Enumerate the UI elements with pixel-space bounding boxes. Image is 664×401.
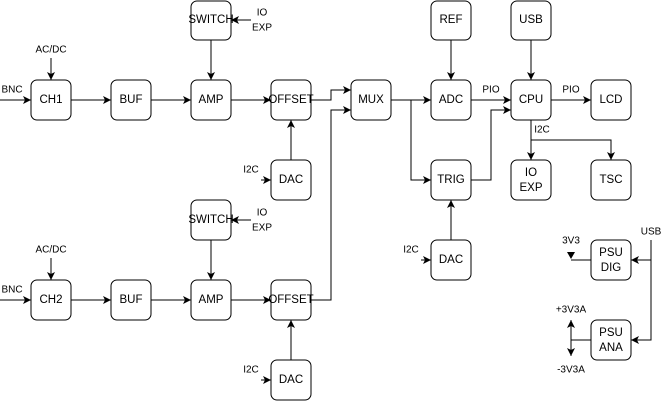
edge-offset1-mux bbox=[311, 86, 351, 101]
trig-label: TRIG bbox=[437, 174, 465, 186]
mux-label: MUX bbox=[358, 94, 384, 106]
offset-block-2: OFFSET bbox=[268, 279, 314, 321]
amp-block-1: AMP bbox=[190, 79, 232, 121]
acdc-label-2: AC/DC bbox=[35, 245, 66, 256]
ch2-label: CH2 bbox=[39, 294, 62, 306]
io-exp-label-line2: EXP bbox=[519, 182, 542, 194]
i2c-label-cpu: I2C bbox=[534, 125, 550, 136]
cpu-label: CPU bbox=[519, 94, 543, 106]
psu-dig-block: PSU DIG bbox=[590, 239, 632, 281]
mux-block: MUX bbox=[350, 79, 392, 121]
io-exp-label-2-line1: IO bbox=[257, 208, 268, 219]
psu-ana-label-line1: PSU bbox=[599, 327, 623, 339]
amp-label-1: AMP bbox=[199, 94, 224, 106]
switch-label-2: SWITCH bbox=[188, 214, 233, 226]
edge-usb-psu-ana bbox=[631, 240, 652, 344]
pio-label-adc-cpu: PIO bbox=[482, 85, 499, 96]
neg-3v3a-label: -3V3A bbox=[557, 365, 585, 376]
lcd-label: LCD bbox=[599, 94, 622, 106]
offset-label-2: OFFSET bbox=[268, 294, 313, 306]
adc-label: ADC bbox=[439, 94, 463, 106]
ch1-label: CH1 bbox=[39, 94, 62, 106]
amp-block-2: AMP bbox=[190, 279, 232, 321]
buf-label-1: BUF bbox=[120, 94, 143, 106]
pos-3v3a-label: +3V3A bbox=[556, 305, 587, 316]
ref-label: REF bbox=[440, 14, 463, 26]
adc-block: ADC bbox=[430, 79, 472, 121]
edge-cpu-tsc bbox=[531, 139, 615, 160]
dac-label-1: DAC bbox=[279, 174, 303, 186]
psu-dig-label-line2: DIG bbox=[601, 262, 622, 274]
buf-block-2: BUF bbox=[110, 279, 152, 321]
bnc-label-2: BNC bbox=[1, 285, 22, 296]
trig-dac-label: DAC bbox=[439, 254, 463, 266]
i2c-label-1: I2C bbox=[243, 165, 259, 176]
lcd-block: LCD bbox=[590, 79, 632, 121]
io-exp-label-1-line1: IO bbox=[257, 8, 268, 19]
switch-label-1: SWITCH bbox=[188, 14, 233, 26]
ch1-block: CH1 bbox=[30, 79, 72, 121]
buf-block-1: BUF bbox=[110, 79, 152, 121]
ch2-block: CH2 bbox=[30, 279, 72, 321]
io-exp-label-line1: IO bbox=[525, 167, 537, 179]
buf-label-2: BUF bbox=[120, 294, 143, 306]
offset-label-1: OFFSET bbox=[268, 94, 313, 106]
tsc-block: TSC bbox=[590, 159, 632, 201]
usb-power-label: USB bbox=[641, 227, 662, 238]
3v3-arrow-icon bbox=[567, 252, 575, 259]
io-exp-label-1-line2: EXP bbox=[252, 23, 272, 34]
io-exp-label-2-line2: EXP bbox=[252, 223, 272, 234]
tsc-label: TSC bbox=[600, 174, 623, 186]
edge-mux-trig bbox=[410, 100, 431, 184]
edge-psu-ana-pos bbox=[567, 320, 591, 341]
ref-block: REF bbox=[430, 0, 472, 41]
dac-block-2: DAC bbox=[270, 359, 312, 401]
i2c-label-trig-dac: I2C bbox=[403, 245, 419, 256]
edge-offset2-mux bbox=[311, 106, 351, 301]
i2c-label-2: I2C bbox=[243, 365, 259, 376]
switch-block-1: SWITCH bbox=[188, 0, 234, 41]
usb-label: USB bbox=[519, 14, 543, 26]
psu-dig-label-line1: PSU bbox=[599, 247, 623, 259]
edge-trig-cpu bbox=[471, 106, 511, 181]
trig-dac-block: DAC bbox=[430, 239, 472, 281]
offset-block-1: OFFSET bbox=[268, 79, 314, 121]
usb-block: USB bbox=[510, 0, 552, 41]
acdc-label-1: AC/DC bbox=[35, 45, 66, 56]
trig-block: TRIG bbox=[430, 159, 472, 201]
switch-block-2: SWITCH bbox=[188, 199, 234, 241]
3v3-label: 3V3 bbox=[562, 236, 580, 247]
pio-label-cpu-lcd: PIO bbox=[562, 85, 579, 96]
psu-ana-label-line2: ANA bbox=[599, 342, 623, 354]
cpu-block: CPU bbox=[510, 79, 552, 121]
dac-block-1: DAC bbox=[270, 159, 312, 201]
psu-ana-block: PSU ANA bbox=[590, 319, 632, 361]
bnc-label-1: BNC bbox=[1, 85, 22, 96]
amp-label-2: AMP bbox=[199, 294, 224, 306]
dac-label-2: DAC bbox=[279, 374, 303, 386]
io-exp-block: IO EXP bbox=[510, 159, 552, 201]
